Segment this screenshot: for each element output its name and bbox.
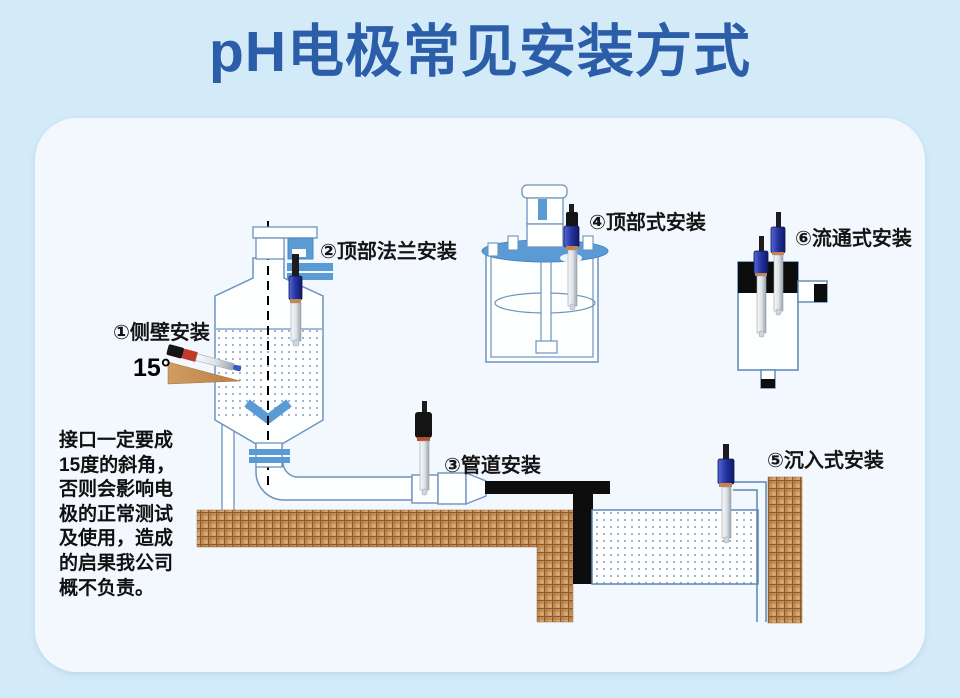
submerged-group (591, 444, 803, 624)
tank-top-bar (252, 226, 318, 239)
flow-inlet-end (761, 379, 775, 388)
ground (196, 509, 574, 623)
outlet-flange-bar (249, 457, 290, 463)
ph-electrode-side-wall (166, 344, 242, 372)
tank-top-flange-group (214, 221, 413, 512)
motor-cap (521, 184, 568, 199)
page-title: pH电极常见安装方式 (209, 20, 751, 84)
label-flow-through: ⑥流通式安装 (795, 228, 912, 250)
pipeline-group (411, 401, 610, 584)
lid-nozzle (507, 235, 519, 251)
ph-electrode-pipeline (415, 401, 432, 496)
pipe-fitting-large (437, 472, 467, 505)
label-top-type: ④顶部式安装 (589, 212, 706, 234)
ph-electrode-top-flange (288, 254, 303, 347)
basin-liquid (591, 509, 759, 585)
motor-stripe (538, 199, 547, 220)
lid-nozzle (487, 242, 499, 257)
ph-electrode-submerged (717, 444, 735, 544)
flange-housing-slot (292, 249, 306, 257)
top-type-group (481, 184, 609, 363)
top-flange-bar (287, 263, 333, 271)
side-wall-group (166, 344, 242, 385)
mount-bracket (733, 481, 767, 622)
flow-through-group (737, 212, 828, 389)
label-top-flange: ②顶部法兰安装 (320, 241, 457, 263)
black-pipe-horizontal (485, 481, 610, 494)
black-pipe-vertical (573, 493, 593, 584)
retaining-wall (767, 476, 803, 624)
label-pipeline: ③管道安装 (444, 455, 541, 477)
tank-outlet-elbow-pipe (255, 461, 413, 501)
ph-electrode-top-type (563, 204, 580, 311)
label-side-wall: ①侧壁安装 (113, 322, 210, 344)
motor-base (526, 223, 564, 248)
label-submerged: ⑤沉入式安装 (767, 450, 884, 472)
angle-wedge (167, 361, 241, 385)
lid-nozzle (582, 235, 594, 251)
ph-electrode-flow-left (753, 236, 769, 338)
pipe-nozzle (465, 471, 487, 506)
angle-annotation: 15° (133, 354, 171, 382)
warning-note: 接口一定要成 15度的斜角， 否则会影响电 极的正常测试 及使用，造成 的启果我… (59, 430, 176, 599)
top-flange-bar (287, 273, 333, 280)
tank-motor-block (255, 237, 285, 260)
flow-outlet-end (814, 284, 827, 302)
outlet-flange-bar (249, 449, 290, 455)
stirrer-shaft (540, 250, 552, 343)
tank-support-leg (221, 419, 235, 512)
ph-electrode-flow-right (770, 212, 786, 316)
stirrer-paddle (535, 340, 558, 354)
